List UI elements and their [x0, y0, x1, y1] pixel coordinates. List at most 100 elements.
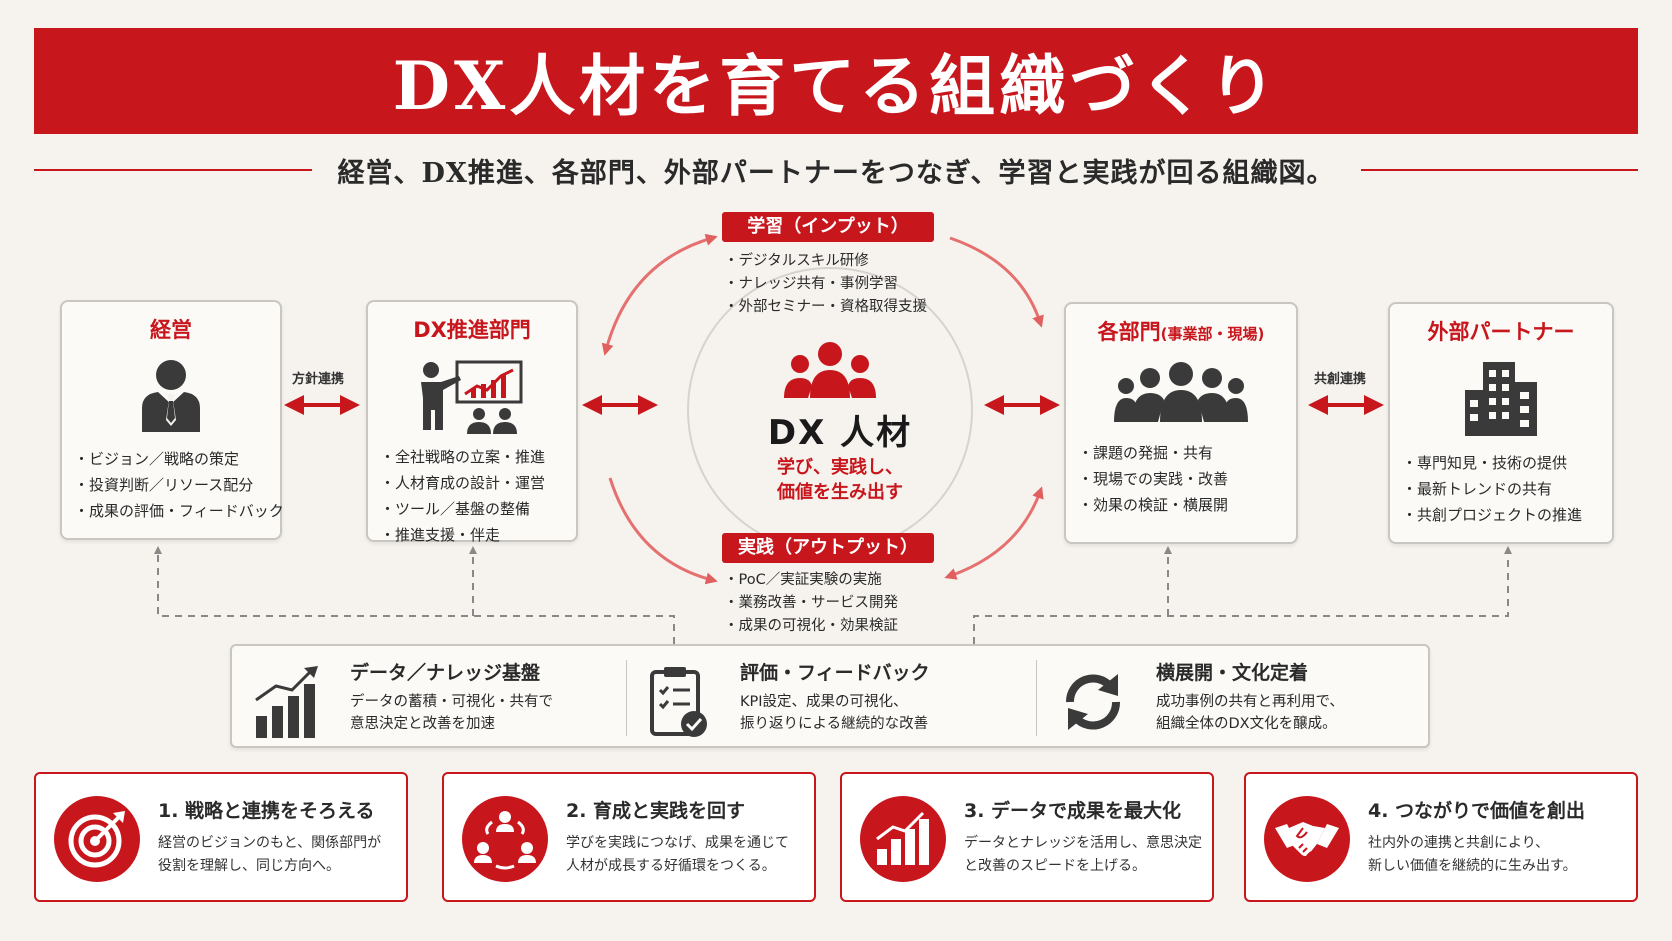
divider — [626, 660, 627, 736]
card-title: 3. データで成果を最大化 — [964, 800, 1182, 822]
page-subtitle: 経営、DX推進、各部門、外部パートナーをつなぎ、学習と実践が回る組織図。 — [337, 157, 1335, 189]
center-title: DX 人材 — [767, 413, 913, 453]
platform-title: 横展開・文化定着 — [1156, 662, 1309, 684]
list-item: ・推進支援・伴走 — [380, 526, 501, 544]
bar-chart-icon — [876, 811, 929, 865]
handshake-icon — [1275, 822, 1339, 857]
list-item: ・デジタルスキル研修 — [724, 253, 869, 269]
subtitle-row: 経営、DX推進、各部門、外部パートナーをつなぎ、学習と実践が回る組織図。 — [34, 150, 1639, 190]
policy-link-label: 方針連携 — [292, 372, 345, 387]
subtitle-rule-right — [1360, 169, 1639, 171]
subtitle-rule-left — [34, 169, 312, 171]
clipboard-check-icon — [650, 667, 707, 737]
platform-title: 評価・フィードバック — [740, 662, 930, 684]
building-icon — [1465, 362, 1537, 436]
platform-desc-line: 成功事例の共有と再利用で、 — [1156, 694, 1344, 710]
team-icon — [1114, 362, 1248, 422]
growth-chart-icon — [255, 666, 318, 738]
principle-card: 1. 戦略と連携をそろえる 経営のビジョンのもと、関係部門が 役割を理解し、同じ… — [34, 772, 408, 902]
card-desc-line: 学びを実践につなげ、成果を通じて — [566, 835, 790, 851]
partners-title: 外部パートナー — [1427, 320, 1575, 344]
list-item: ・成果の可視化・効果検証 — [724, 618, 898, 634]
learning-list: ・デジタルスキル研修 ・ナレッジ共有・事例学習 ・外部セミナー・資格取得支援 — [724, 250, 927, 319]
card-desc-line: 人材が成長する好循環をつくる。 — [566, 858, 776, 874]
list-item: ・成果の評価・フィードバック — [74, 502, 284, 520]
practice-label: 実践（アウトプット） — [722, 533, 934, 563]
platform-desc-line: KPI設定、成果の可視化、 — [740, 694, 908, 710]
list-item: ・専門知見・技術の提供 — [1402, 454, 1568, 472]
target-icon — [68, 811, 125, 868]
center-line-2: 価値を生み出す — [777, 482, 903, 503]
card-title: 2. 育成と実践を回す — [566, 800, 746, 822]
principle-card: 4. つながりで価値を創出 社内外の連携と共創により、 新しい価値を継続的に生み… — [1244, 772, 1638, 902]
platform-item: データ／ナレッジ基盤 データの蓄積・可視化・共有で 意思決定と改善を加速 — [242, 658, 622, 738]
departments-list: ・課題の発掘・共有 ・現場での実践・改善 ・効果の検証・横展開 — [1066, 440, 1296, 518]
platform-panel: データ／ナレッジ基盤 データの蓄積・可視化・共有で 意思決定と改善を加速 評価・… — [230, 644, 1430, 748]
management-box: 経営 ・ビジョン／戦略の策定 ・投資判断／リソース配分 ・成果の評価・フィードバ… — [60, 300, 284, 540]
card-desc-line: 新しい価値を継続的に生み出す。 — [1368, 858, 1577, 874]
card-icon-circle — [860, 796, 946, 882]
list-item: ・共創プロジェクトの推進 — [1402, 506, 1583, 524]
list-item: ・ナレッジ共有・事例学習 — [724, 276, 898, 292]
arc-bottom-left — [608, 477, 718, 585]
platform-title: データ／ナレッジ基盤 — [350, 662, 541, 684]
businessman-icon — [142, 360, 200, 432]
card-title: 1. 戦略と連携をそろえる — [158, 800, 375, 822]
list-item: ・業務改善・サービス開発 — [724, 595, 898, 611]
list-item: ・全社戦略の立案・推進 — [380, 448, 546, 466]
partners-list: ・専門知見・技術の提供 ・最新トレンドの共有 ・共創プロジェクトの推進 — [1390, 450, 1612, 528]
card-icon-circle — [54, 796, 140, 882]
center-line-1: 学び、実践し、 — [777, 457, 903, 478]
card-desc: 社内外の連携と共創により、 新しい価値を継続的に生み出す。 — [1368, 832, 1577, 878]
list-item: ・ツール／基盤の整備 — [380, 500, 531, 518]
list-item: ・PoC／実証実験の実施 — [724, 572, 882, 588]
dx-dept-list: ・全社戦略の立案・推進 ・人材育成の設計・運営 ・ツール／基盤の整備 ・推進支援… — [368, 444, 576, 548]
card-desc-line: 役割を理解し、同じ方向へ。 — [158, 858, 340, 874]
platform-desc-line: 組織全体のDX文化を醸成。 — [1156, 716, 1337, 732]
list-item: ・最新トレンドの共有 — [1402, 480, 1553, 498]
departments-box: 各部門(事業部・現場) ・課題の発掘・共有 ・現場での実践・改善 ・効果の検証・… — [1064, 302, 1298, 544]
cocreation-link-label: 共創連携 — [1314, 372, 1367, 387]
list-item: ・ビジョン／戦略の策定 — [74, 450, 240, 468]
principle-card: 3. データで成果を最大化 データとナレッジを活用し、意思決定 と改善のスピード… — [840, 772, 1214, 902]
list-item: ・効果の検証・横展開 — [1078, 496, 1229, 514]
management-title: 経営 — [150, 318, 192, 342]
page-title: DX人材を育てる組織づくり — [392, 47, 1280, 125]
list-item: ・課題の発掘・共有 — [1078, 444, 1214, 462]
card-desc: 経営のビジョンのもと、関係部門が 役割を理解し、同じ方向へ。 — [158, 832, 381, 878]
platform-desc: 成功事例の共有と再利用で、 組織全体のDX文化を醸成。 — [1156, 691, 1428, 735]
dx-dept-title: DX推進部門 — [413, 318, 531, 342]
list-item: ・外部セミナー・資格取得支援 — [724, 299, 927, 315]
card-desc-line: 経営のビジョンのもと、関係部門が — [158, 835, 382, 851]
cycle-icon — [1065, 674, 1121, 730]
title-banner: DX人材を育てる組織づくり — [34, 28, 1638, 134]
platform-desc: データの蓄積・可視化・共有で 意思決定と改善を加速 — [350, 691, 622, 735]
card-title: 4. つながりで価値を創出 — [1368, 800, 1586, 822]
management-list: ・ビジョン／戦略の策定 ・投資判断／リソース配分 ・成果の評価・フィードバック — [62, 446, 284, 524]
team-red-icon — [784, 342, 876, 398]
departments-title-main: 各部門 — [1097, 320, 1161, 344]
divider — [1036, 660, 1037, 736]
center-subtitle: 学び、実践し、 価値を生み出す — [690, 455, 990, 505]
card-desc: データとナレッジを活用し、意思決定 と改善のスピードを上げる。 — [964, 832, 1202, 878]
learning-label: 学習（インプット） — [722, 212, 934, 242]
people-cycle-icon — [474, 811, 536, 870]
arc-top-left — [601, 233, 718, 356]
principle-card: 2. 育成と実践を回す 学びを実践につなげ、成果を通じて 人材が成長する好循環を… — [442, 772, 816, 902]
partners-box: 外部パートナー ・専門知見・技術の提供 ・最新トレンドの共有 ・共創プロジェクト… — [1388, 302, 1614, 544]
arc-top-right — [949, 236, 1044, 328]
platform-desc: KPI設定、成果の可視化、 振り返りによる継続的な改善 — [740, 691, 1022, 735]
card-desc-line: と改善のスピードを上げる。 — [964, 858, 1146, 874]
card-desc-line: データとナレッジを活用し、意思決定 — [964, 835, 1202, 851]
arc-bottom-right — [944, 486, 1044, 580]
platform-desc-line: データの蓄積・可視化・共有で — [350, 694, 553, 710]
dx-dept-box: DX推進部門 ・全社戦略の立案・推進 ・人材育成の設計・運営 ・ツール／基盤の整… — [366, 300, 578, 544]
card-desc-line: 社内外の連携と共創により、 — [1368, 835, 1550, 851]
feedback-dashed-lines — [154, 546, 1512, 644]
list-item: ・現場での実践・改善 — [1078, 470, 1229, 488]
platform-desc-line: 振り返りによる継続的な改善 — [740, 716, 929, 732]
card-icon-circle — [462, 796, 548, 882]
list-item: ・投資判断／リソース配分 — [74, 476, 254, 494]
list-item: ・人材育成の設計・運営 — [380, 474, 546, 492]
